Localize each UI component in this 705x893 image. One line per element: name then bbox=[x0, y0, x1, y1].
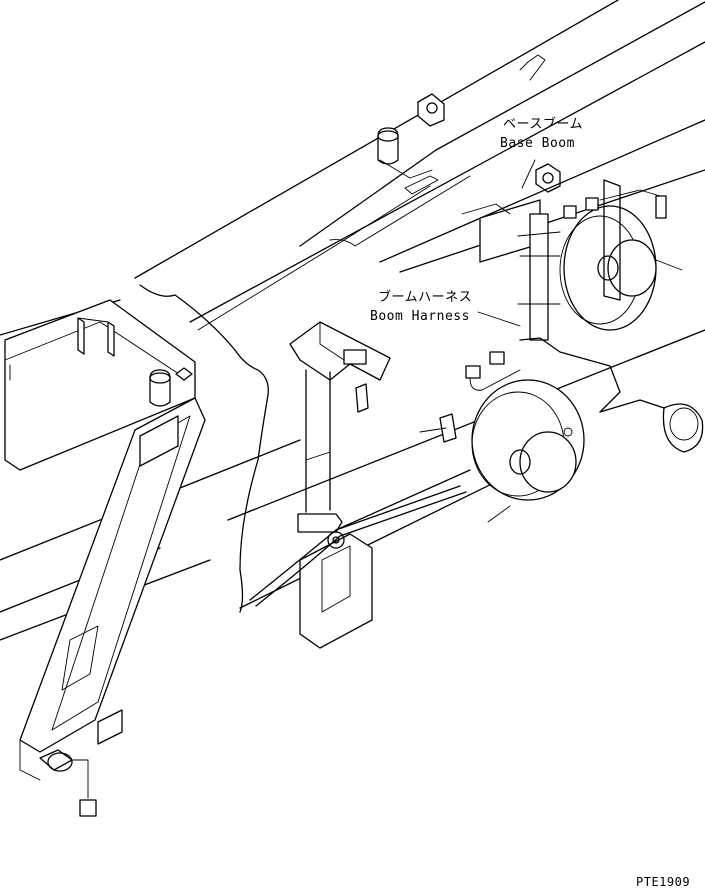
boom-harness-label-en: Boom Harness bbox=[370, 309, 470, 324]
leader-lines bbox=[419, 159, 683, 523]
center-bracket bbox=[289, 321, 391, 649]
base-boom-label-en: Base Boom bbox=[500, 136, 575, 151]
support-arm bbox=[19, 397, 206, 781]
lower-reel bbox=[439, 337, 704, 501]
cable-runs bbox=[249, 469, 471, 607]
upper-boom bbox=[134, 0, 705, 331]
left-frame bbox=[4, 299, 196, 471]
upper-boom-lugs bbox=[377, 93, 561, 193]
drawing-code: PTE1909 bbox=[636, 875, 691, 889]
bottom-connector bbox=[39, 749, 97, 817]
base-boom-label-jp: ベースブーム bbox=[503, 117, 583, 132]
boom-harness-label-jp: ブームハーネス bbox=[378, 290, 473, 305]
upper-reel bbox=[461, 179, 667, 341]
